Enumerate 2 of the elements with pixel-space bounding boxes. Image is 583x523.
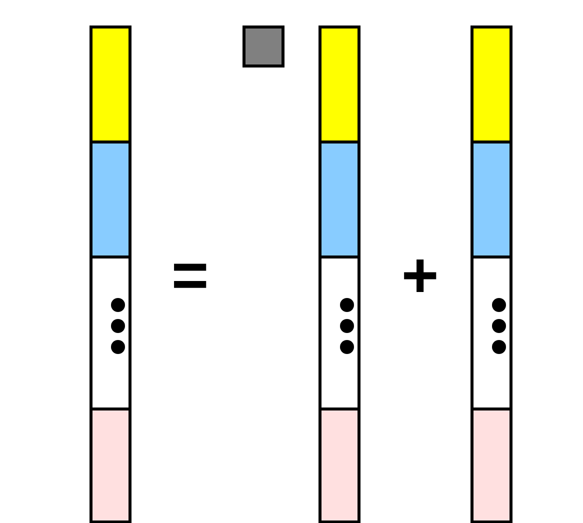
math-symbol: =	[170, 243, 210, 307]
math-symbol: +	[400, 243, 440, 307]
